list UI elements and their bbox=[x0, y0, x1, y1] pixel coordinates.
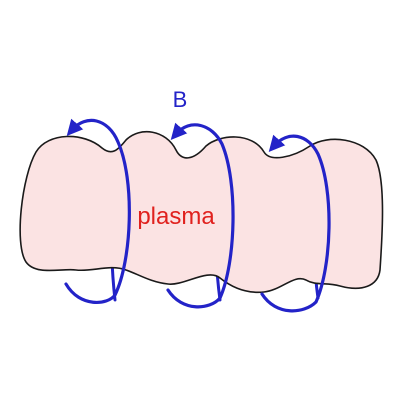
field-loops-front bbox=[64, 118, 331, 313]
field-loop-2-front bbox=[166, 122, 235, 309]
field-loop-3-front bbox=[260, 134, 331, 313]
plasma-column bbox=[19, 131, 384, 294]
magnetic-field-label: B bbox=[173, 87, 188, 112]
plasma-label: plasma bbox=[137, 203, 215, 230]
field-loop-1-front bbox=[64, 118, 131, 305]
